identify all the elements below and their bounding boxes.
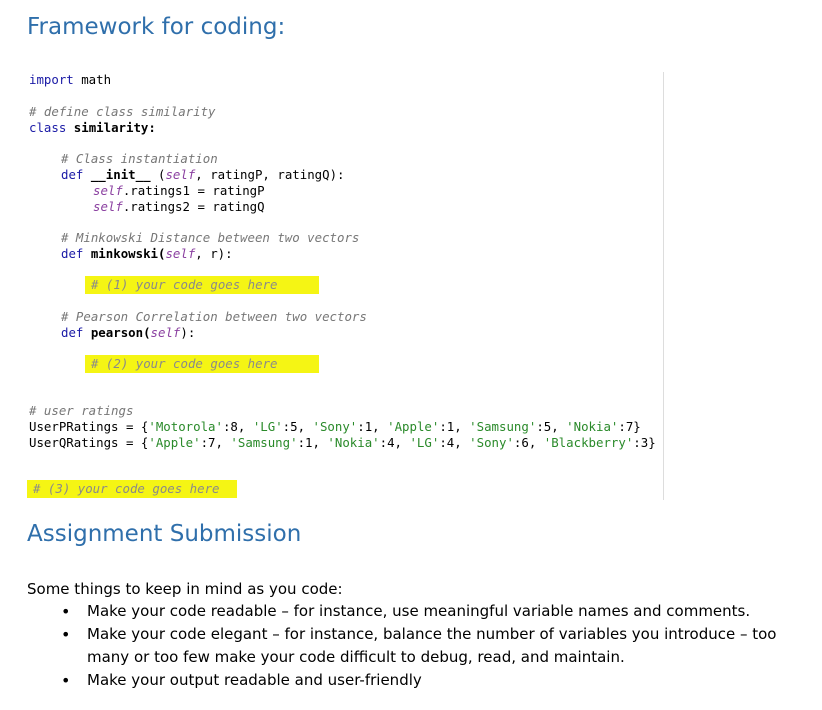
code-comment-user-ratings: # user ratings — [29, 403, 134, 418]
code-line-assign-ratings1: self.ratings1 = ratingP — [93, 183, 265, 198]
list-item: Make your code readable – for instance, … — [61, 600, 791, 623]
notes-intro: Some things to keep in mind as you code: — [27, 580, 343, 598]
code-comment-pearson: # Pearson Correlation between two vector… — [61, 309, 367, 324]
code-comment-define-class: # define class similarity — [29, 104, 216, 119]
code-block-border — [663, 72, 664, 500]
code-line-class: class similarity: — [29, 120, 156, 135]
code-line-assign-ratings2: self.ratings2 = ratingQ — [93, 199, 265, 214]
code-line-userp-ratings: UserPRatings = {'Motorola':8, 'LG':5, 'S… — [29, 419, 641, 434]
framework-heading: Framework for coding: — [27, 14, 286, 40]
list-item: Make your code elegant – for instance, b… — [61, 623, 791, 669]
code-line-def-pearson: def pearson(self): — [61, 325, 196, 340]
code-line-import: import math — [29, 72, 112, 87]
list-item: Make your output readable and user-frien… — [61, 669, 791, 692]
placeholder-2-highlight: # (2) your code goes here — [85, 355, 319, 373]
code-line-userq-ratings: UserQRatings = {'Apple':7, 'Samsung':1, … — [29, 435, 656, 450]
code-comment-instantiation: # Class instantiation — [61, 151, 218, 166]
code-comment-minkowski: # Minkowski Distance between two vectors — [61, 230, 360, 245]
notes-list: Make your code readable – for instance, … — [61, 600, 791, 692]
code-line-def-init: def __init__ (self, ratingP, ratingQ): — [61, 167, 345, 182]
submission-heading: Assignment Submission — [27, 521, 302, 547]
placeholder-3-highlight: # (3) your code goes here — [27, 480, 237, 498]
placeholder-1-highlight: # (1) your code goes here — [85, 276, 319, 294]
code-line-def-minkowski: def minkowski(self, r): — [61, 246, 233, 261]
